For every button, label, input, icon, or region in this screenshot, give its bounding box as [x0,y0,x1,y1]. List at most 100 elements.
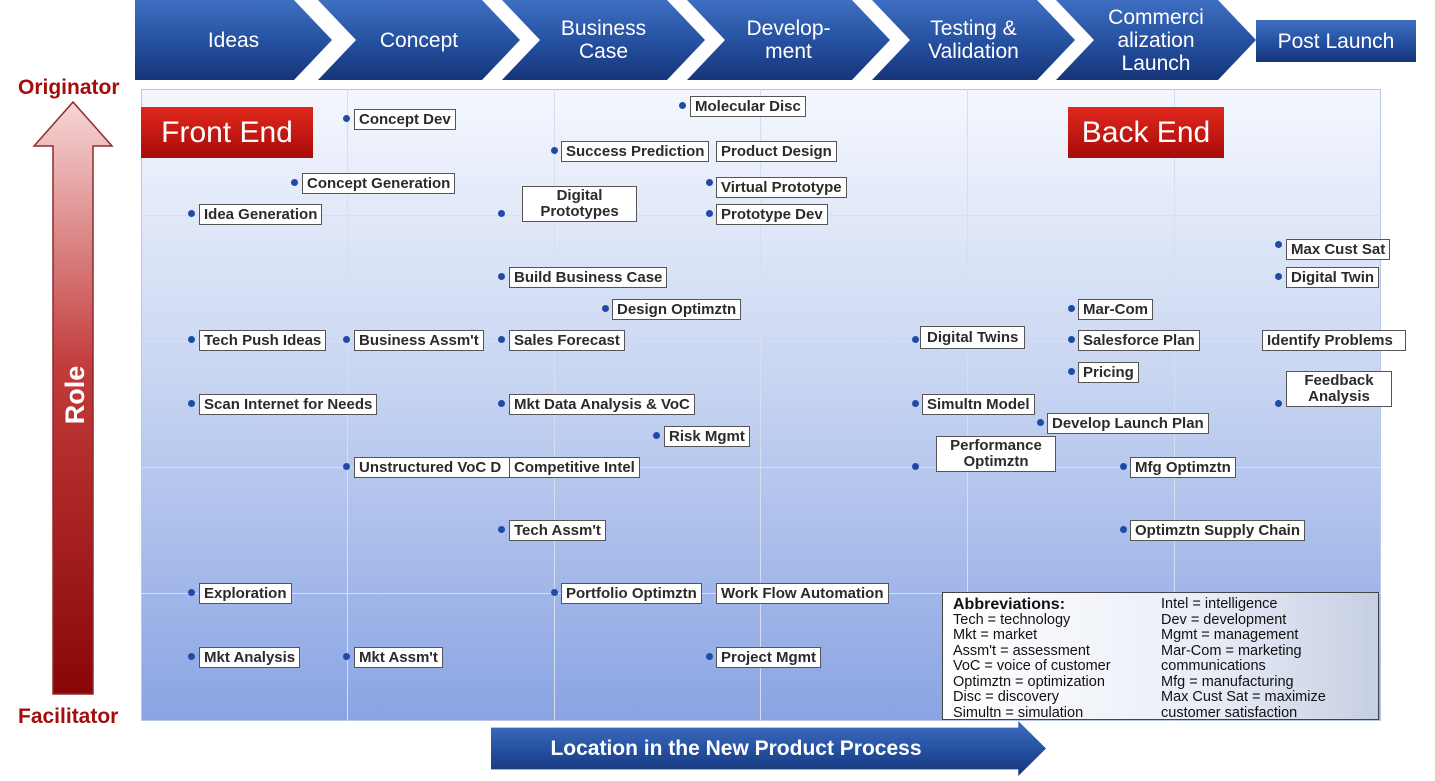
item-virtual-prototype: Virtual Prototype [716,177,847,198]
abbreviation-entry: Dev = development [1161,611,1287,628]
stage-label: Business [560,17,647,40]
item-dot [602,305,609,312]
item-exploration: Exploration [199,583,292,604]
item-dot [343,653,350,660]
abbreviation-entry: Tech = technology [953,611,1071,628]
item-work-flow-automation: Work Flow Automation [716,583,889,604]
item-line: Analysis [1308,388,1370,405]
item-dot [498,400,505,407]
item-mkt-analysis: Mkt Analysis [199,647,301,668]
item-unstructured-voc: Unstructured VoC D [354,457,510,478]
item-line: Digital [556,187,603,204]
item-dot [498,273,505,280]
stage-ideas: Ideas [135,0,332,80]
abbreviation-entry: Assm't = assessment [953,642,1090,659]
abbreviations-col2: Intel = intelligence Dev = development M… [1161,596,1376,721]
item-dot [1068,336,1075,343]
item-dot [1120,526,1127,533]
abbreviation-entry: Mgmt = management [1161,627,1299,643]
item-dot [653,432,660,439]
stage-label: ment [765,40,812,63]
stage-label: Develop- [746,17,831,40]
item-risk-mgmt: Risk Mgmt [664,426,750,447]
stage-concept: Concept [318,0,520,80]
item-dot [188,589,195,596]
abbreviation-entry: customer satisfaction [1161,704,1298,721]
item-concept-dev: Concept Dev [354,109,456,130]
abbreviations-box: Abbreviations: Tech = technology Mkt = m… [942,592,1379,720]
item-portfolio-optimztn: Portfolio Optimztn [561,583,702,604]
x-axis-arrow [491,721,1046,776]
stage-label: Case [578,40,629,63]
item-dot [706,179,713,186]
item-build-business-case: Build Business Case [509,267,668,288]
item-dot [912,400,919,407]
item-dot [1275,400,1282,407]
item-mkt-assmt: Mkt Assm't [354,647,443,668]
item-molecular-disc: Molecular Disc [690,96,806,117]
item-develop-launch-plan: Develop Launch Plan [1047,413,1209,434]
grid-line [141,467,1381,468]
item-line: Feedback [1304,372,1374,389]
item-dot [912,463,919,470]
front-end-heading: Front End [141,107,313,158]
item-dot [706,210,713,217]
x-axis-label: Location in the New Product Process [550,736,922,760]
abbreviation-entry: Disc = discovery [953,689,1059,705]
stage-post-launch: Post Launch [1256,20,1416,62]
item-dot [1120,463,1127,470]
item-identify-problems: Identify Problems [1262,330,1406,351]
item-line: Prototypes [540,203,619,220]
item-concept-generation: Concept Generation [302,173,456,194]
item-dot [343,336,350,343]
item-simultn-model: Simultn Model [922,394,1035,415]
item-dot [1068,305,1075,312]
grid-line [760,89,761,721]
item-dot [1068,368,1075,375]
item-tech-push-ideas: Tech Push Ideas [199,330,327,351]
item-dot [498,210,505,217]
item-dot [551,147,558,154]
item-project-mgmt: Project Mgmt [716,647,822,668]
stage-label: Validation [928,40,1019,63]
item-pricing: Pricing [1078,362,1139,383]
stage-label: Launch [1121,51,1191,75]
item-dot [912,336,919,343]
item-mar-com: Mar-Com [1078,299,1154,320]
item-dot [1037,419,1044,426]
abbreviations-title: Abbreviations: [953,596,1066,613]
abbreviations-col1: Abbreviations: Tech = technology Mkt = m… [953,597,1111,721]
stage-development: Develop-ment [687,0,890,80]
y-axis-label: Role of AI [60,365,120,425]
item-product-design: Product Design [716,141,837,162]
item-dot [679,102,686,109]
item-max-cust-sat: Max Cust Sat [1286,239,1391,260]
stage-label: Commerci [1108,5,1204,29]
item-mfg-optimztn: Mfg Optimztn [1130,457,1236,478]
item-optimztn-supply-chain: Optimztn Supply Chain [1130,520,1305,541]
item-dot [706,653,713,660]
grid-line [141,341,1381,342]
item-prototype-dev: Prototype Dev [716,204,828,225]
item-dot [498,526,505,533]
item-digital-twin: Digital Twin [1286,267,1380,288]
item-dot [1275,241,1282,248]
y-axis-top-label: Originator [18,76,120,99]
abbreviation-entry: Simultn = simulation [953,704,1084,721]
item-dot [188,653,195,660]
stage-label: Concept [379,28,459,52]
back-end-heading: Back End [1068,107,1224,158]
item-dot [1275,273,1282,280]
item-dot [291,179,298,186]
item-design-optimztn: Design Optimztn [612,299,742,320]
stage-label: alization [1117,28,1195,52]
grid-line [1174,89,1175,721]
item-dot [343,115,350,122]
y-axis-arrow [32,100,114,695]
item-competitive-intel: Competitive Intel [509,457,640,478]
abbreviation-entry: Intel = intelligence [1161,596,1278,612]
item-dot [343,463,350,470]
